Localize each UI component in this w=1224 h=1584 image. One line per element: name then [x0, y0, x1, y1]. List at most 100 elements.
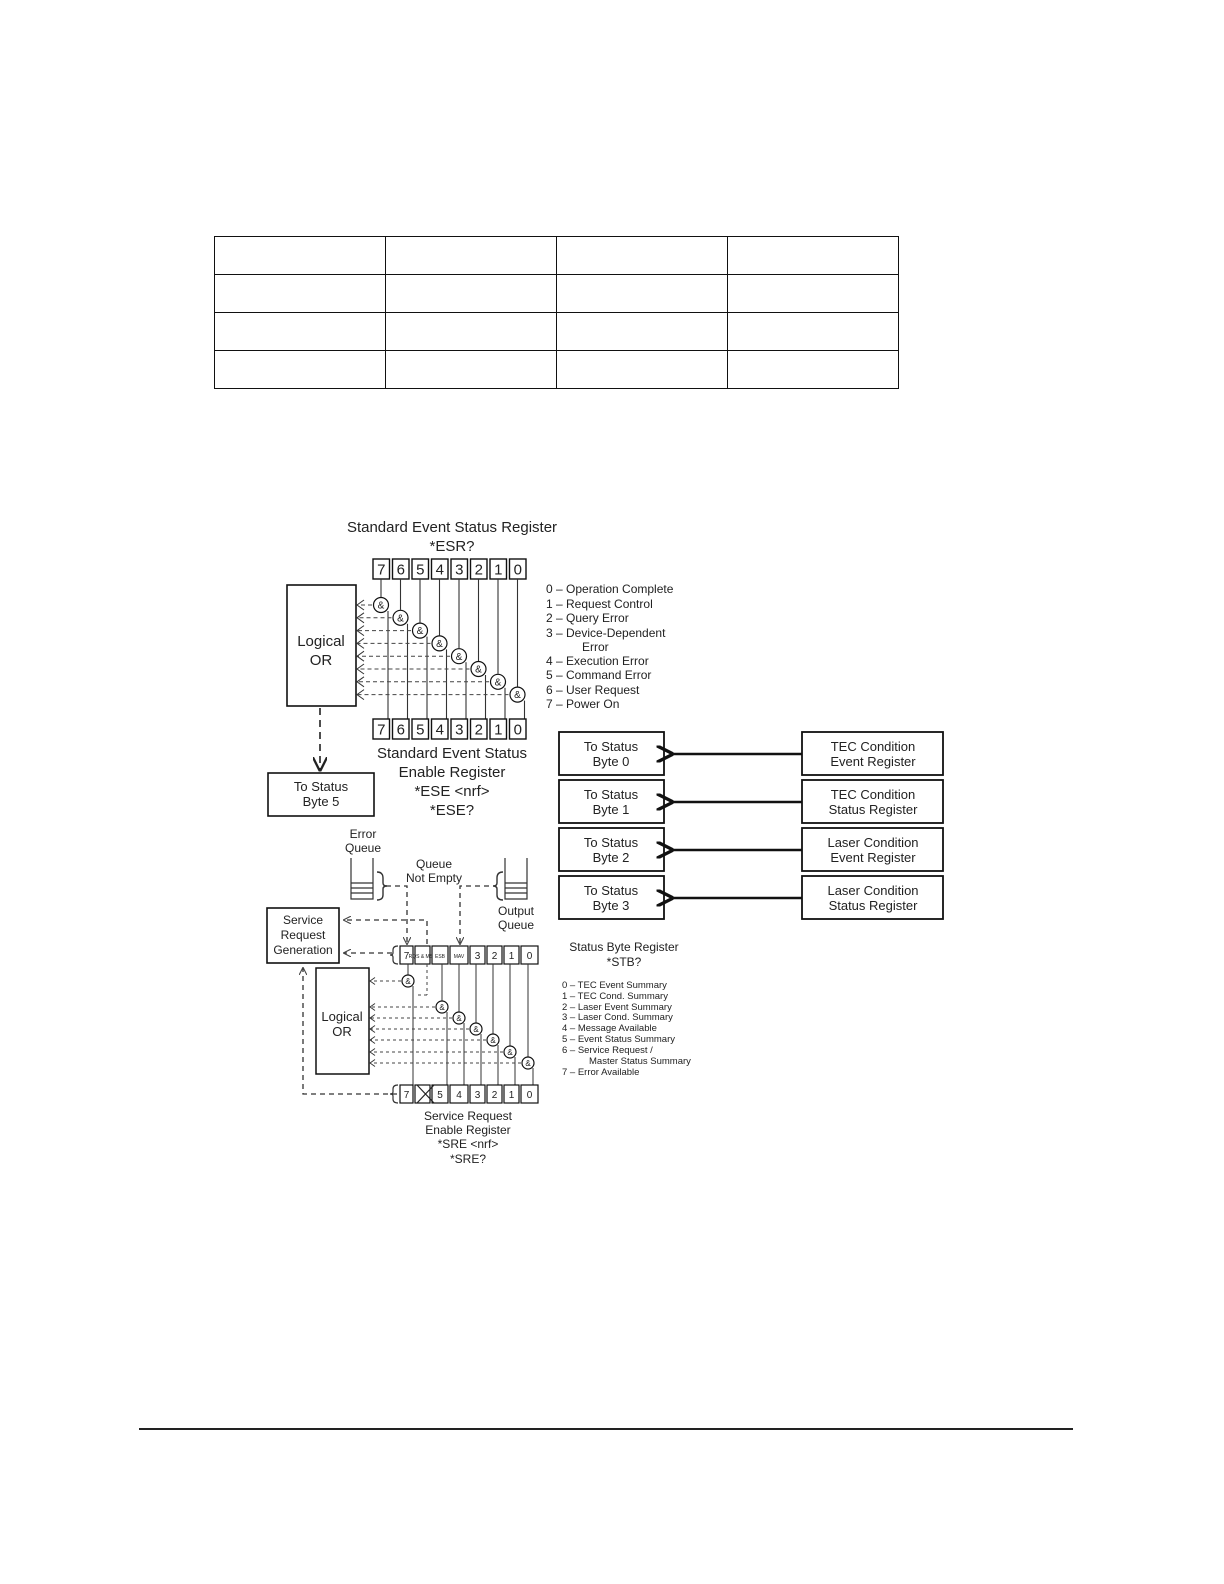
- and-gate-symbol: &: [378, 601, 385, 612]
- stb-bit-label: 3: [475, 951, 481, 962]
- status-target-label: Byte 0: [593, 754, 630, 769]
- stb-bit-label: 1: [509, 951, 515, 962]
- stb-bit-cell: [414, 945, 431, 965]
- gate-arrowhead: [356, 625, 365, 637]
- error-queue-label: Error: [350, 827, 377, 841]
- footer-rule: [139, 1428, 1073, 1430]
- sre-bit-label: 3: [475, 1090, 481, 1101]
- esr-legend-item: 4 – Execution Error: [546, 654, 649, 668]
- register-bit-cell: [450, 718, 469, 740]
- stb-bit-cell: [486, 945, 503, 965]
- status-source-box: [801, 875, 944, 920]
- sre-title-line: Service Request: [424, 1109, 513, 1123]
- register-bit-cell: [391, 718, 410, 740]
- sre-bit-label: 1: [509, 1090, 515, 1101]
- status-source-label: TEC Condition: [831, 787, 916, 802]
- esr-legend-item: 3 – Device-Dependent: [546, 626, 666, 640]
- output-queue-label: Queue: [498, 918, 534, 932]
- stb-bit-label: RQS & MSS: [409, 954, 437, 960]
- status-target-label: To Status: [584, 787, 639, 802]
- gate-arrowhead: [356, 612, 365, 624]
- and-gate-symbol: &: [473, 1025, 479, 1034]
- stb-bit-label: ESB: [435, 954, 446, 960]
- register-bit-label: 4: [436, 721, 444, 738]
- status-target-box: [558, 827, 665, 872]
- and-gate: [521, 1056, 535, 1070]
- gate-arrowhead: [356, 689, 365, 701]
- esr-legend-item: 1 – Request Control: [546, 597, 653, 611]
- status-target-label: To Status: [584, 739, 639, 754]
- status-source-label: TEC Condition: [831, 739, 916, 754]
- gate-arrowhead: [356, 650, 365, 662]
- stb-legend-item: 6 – Service Request /: [562, 1045, 653, 1056]
- service-request-label: Generation: [273, 943, 332, 957]
- register-bit-label: 5: [416, 721, 424, 738]
- queue-not-empty-label: Not Empty: [406, 871, 462, 885]
- stb-bit-cell: [431, 945, 449, 965]
- sre-bit-cell: [431, 1084, 449, 1104]
- ese-title: Standard Event Status Enable Register *E…: [377, 745, 527, 819]
- register-bit-label: 4: [436, 561, 444, 578]
- register-bit-label: 1: [494, 561, 502, 578]
- status-map: To Status Byte 0 TEC Condition Event Reg…: [558, 731, 944, 920]
- stb-gate-arrowhead: [369, 1025, 376, 1033]
- and-gate-symbol: &: [456, 1014, 462, 1023]
- queue-not-empty-label: Queue: [416, 857, 452, 871]
- sre-bit-cell: [486, 1084, 503, 1104]
- stb-logical-or-label: Logical: [321, 1009, 362, 1024]
- stb-legend-item: 2 – Laser Event Summary: [562, 1002, 672, 1013]
- gate-arrowhead: [356, 599, 365, 611]
- service-request-label: Request: [281, 928, 326, 942]
- gate-arrowhead: [356, 676, 365, 688]
- output-queue-brace: [492, 871, 504, 901]
- stb-title: *STB?: [607, 955, 642, 969]
- gate-arrowhead: [356, 663, 365, 675]
- status-target-box: [558, 779, 665, 824]
- stb-bit-label: MAV: [454, 954, 465, 960]
- table-cell: [385, 274, 557, 313]
- ese-title-line: Enable Register: [399, 764, 506, 781]
- and-gate-symbol: &: [397, 613, 404, 624]
- sre-bit-cell: [449, 1084, 469, 1104]
- status-source-label: Laser Condition: [827, 835, 918, 850]
- register-bit-label: 7: [377, 721, 385, 738]
- stb-legend-item: 0 – TEC Event Summary: [562, 980, 667, 991]
- sre-bit-label: 7: [404, 1090, 410, 1101]
- register-bit-cell: [372, 718, 391, 740]
- esr-logical-or-label: Logical: [297, 633, 345, 650]
- status-source-label: Event Register: [830, 754, 916, 769]
- esr-legend-item: 7 – Power On: [546, 697, 619, 711]
- and-gate-symbol: &: [405, 977, 411, 986]
- status-target-box: [558, 731, 665, 776]
- status-target-label: Byte 3: [593, 898, 630, 913]
- stb-legend-item: 1 – TEC Cond. Summary: [562, 991, 668, 1002]
- table-row: [214, 274, 899, 313]
- table-row: [214, 312, 899, 351]
- error-queue-label: Queue: [345, 841, 381, 855]
- and-gate: [452, 1011, 466, 1025]
- register-bit-label: 2: [475, 721, 483, 738]
- sre-title-line: *SRE <nrf>: [438, 1137, 499, 1151]
- register-bit-cell: [489, 718, 508, 740]
- stb-register-brace: [389, 945, 399, 965]
- status-map-row: To Status Byte 3 Laser Condition Status …: [558, 875, 944, 920]
- register-bit-label: 7: [377, 561, 385, 578]
- esr-legend-item: 6 – User Request: [546, 683, 640, 697]
- stb-gate-arrowhead: [369, 1048, 376, 1056]
- table-cell: [214, 312, 386, 351]
- and-gate-symbol: &: [436, 639, 443, 650]
- and-gate: [435, 1000, 449, 1014]
- to-status-byte-5-box: [267, 772, 375, 817]
- and-gate-symbol: &: [514, 690, 521, 701]
- stb-title: Status Byte Register: [569, 940, 678, 954]
- sre-title-line: *SRE?: [450, 1152, 486, 1166]
- register-bit-cell: [508, 718, 527, 740]
- esr-legend-item: 2 – Query Error: [546, 611, 629, 625]
- status-source-label: Laser Condition: [827, 883, 918, 898]
- stb-bit-label: 7: [404, 951, 410, 962]
- table-cell: [556, 350, 728, 389]
- status-source-box: [801, 827, 944, 872]
